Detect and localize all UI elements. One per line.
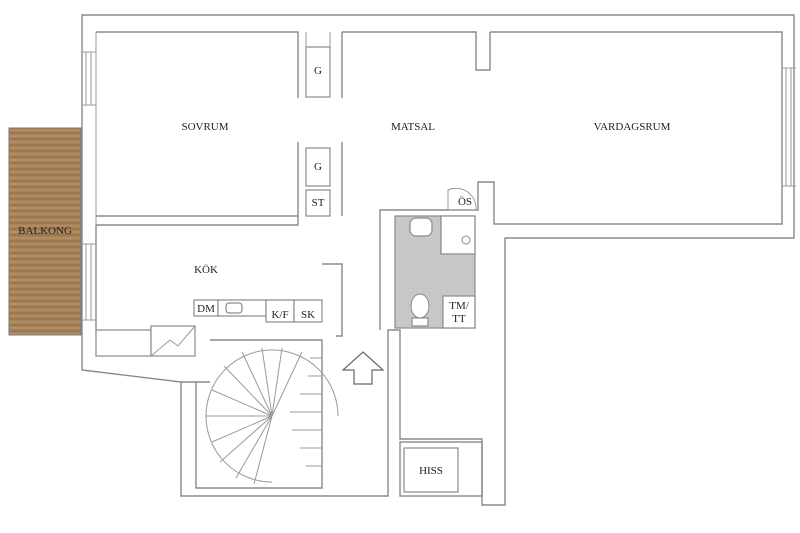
label-os: ÖS [458, 196, 472, 208]
wardrobe-bottom [305, 147, 331, 187]
toilet-tank [411, 317, 429, 327]
toilet [410, 293, 430, 319]
kitchen-window [82, 243, 96, 321]
label-matsal: MATSAL [391, 121, 435, 133]
kitchen-wall [95, 216, 343, 337]
wardrobe-top-frame [305, 32, 331, 47]
label-g-bottom: G [314, 161, 322, 173]
outer-wall [81, 14, 795, 506]
label-vardagsrum: VARDAGSRUM [594, 121, 671, 133]
washer-tm-tt [442, 295, 476, 329]
label-hiss: HISS [419, 465, 443, 477]
sink [409, 217, 433, 237]
entrance-arrow-icon [341, 351, 385, 385]
label-g-top: G [314, 65, 322, 77]
wardrobe-top [305, 46, 331, 98]
label-sovrum: SOVRUM [181, 121, 228, 133]
counter-lower [95, 329, 152, 357]
outer-wall-inner [95, 31, 298, 330]
stair-cabinet-zigzag [150, 325, 196, 357]
balcony-floor [8, 127, 82, 336]
label-st: ST [312, 197, 325, 209]
label-tm: TM/ [449, 300, 470, 312]
spiral-stairs [205, 347, 339, 485]
cabinet-sk [293, 299, 323, 323]
label-kf: K/F [271, 309, 288, 321]
sovrum-window [82, 51, 96, 106]
vardagsrum-window [782, 67, 796, 187]
elevator-car [403, 447, 459, 493]
label-balkong: BALKONG [18, 225, 72, 237]
storage-st [305, 189, 331, 217]
stairwell-wall [181, 339, 323, 489]
label-sk: SK [301, 309, 315, 321]
elevator-shaft [399, 441, 483, 497]
stove-burner [225, 302, 243, 314]
label-tt: TT [452, 313, 466, 325]
shower [440, 215, 476, 255]
matsal-wall [341, 31, 491, 216]
closet-os [447, 187, 477, 211]
label-dm: DM [197, 303, 215, 315]
stair-cabinet [150, 325, 196, 357]
vardagsrum-wall [379, 31, 783, 330]
label-kok: KÖK [194, 264, 218, 276]
shower-drain [461, 235, 471, 245]
